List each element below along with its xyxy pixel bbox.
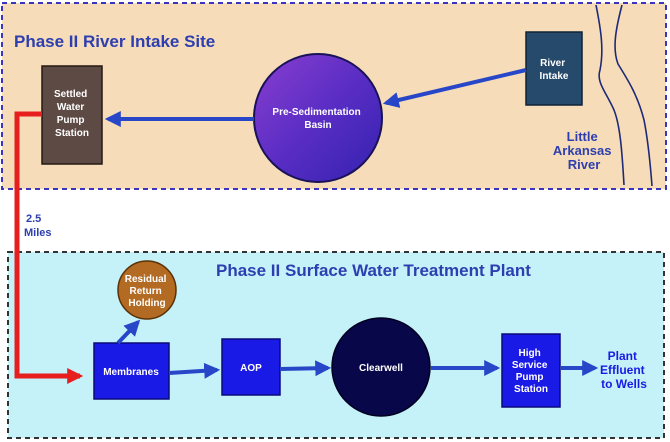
clearwell-label: Clearwell [359, 363, 403, 374]
svg-text:River Intake: River Intake [540, 58, 569, 82]
settled-label-line1: Settled [54, 89, 87, 100]
intake-site-title: Phase II River Intake Site [14, 32, 215, 51]
river-intake-label-line1: River [540, 58, 565, 69]
svg-text:2.5 Miles: 2.5 Miles [24, 213, 52, 239]
pipeline-arrow [14, 111, 84, 385]
residual-label-line1: Residual [125, 274, 167, 285]
svg-text:Plant Effluent to: Plant Effluent to Wells [600, 349, 648, 391]
arrow-membranes-to-aop [168, 362, 221, 379]
svg-text:High Service Pump: High Service Pump Station [512, 348, 550, 395]
high-service-label-line2: Service [512, 360, 548, 371]
membranes-label: Membranes [103, 367, 159, 378]
high-service-label-line1: High [519, 348, 541, 359]
plant-effluent-label: Plant Effluent to Wells [600, 349, 648, 391]
effluent-line3: to Wells [601, 377, 647, 391]
residual-label-line2: Return [129, 286, 161, 297]
high-service-label-line3: Pump [516, 372, 544, 383]
aop-label: AOP [240, 363, 262, 374]
pre-sedimentation-basin: Pre-Sedimentation Basin [253, 53, 383, 183]
svg-text:Pre-Sedimentation Basin: Pre-Sedimentation Basin [272, 107, 363, 131]
settled-label-line3: Pump [57, 115, 85, 126]
svg-text:Residual Return Ho: Residual Return Holding [125, 274, 169, 309]
river-name-line2: Arkansas [553, 143, 612, 158]
plant-title: Phase II Surface Water Treatment Plant [216, 261, 531, 280]
arrow-membranes-to-residual [116, 319, 141, 345]
high-service-pump-station: High Service Pump Station [501, 333, 561, 408]
river-name-line3: River [568, 157, 601, 172]
settled-water-pump-station: Settled Water Pump Station [41, 65, 103, 165]
river-name-label: Little Arkansas River [553, 129, 615, 172]
membranes-box: Membranes [93, 342, 170, 400]
svg-text:Settled Water Pump: Settled Water Pump Station [54, 89, 90, 139]
aop-box: AOP [221, 338, 281, 396]
high-service-label-line4: Station [514, 384, 548, 395]
residual-return-holding: Residual Return Holding [117, 260, 177, 320]
basin-label-line2: Basin [304, 120, 331, 131]
svg-text:Little Arkansas Ri: Little Arkansas River [553, 129, 615, 172]
settled-label-line4: Station [55, 128, 89, 139]
effluent-line2: Effluent [600, 363, 645, 377]
distance-label: 2.5 Miles [24, 213, 52, 239]
settled-label-line2: Water [57, 102, 85, 113]
clearwell: Clearwell [331, 317, 431, 417]
arrow-intake-to-basin [382, 68, 527, 108]
residual-label-line3: Holding [128, 298, 165, 309]
effluent-line1: Plant [608, 349, 637, 363]
distance-unit: Miles [24, 227, 52, 239]
distance-value: 2.5 [26, 213, 41, 225]
river-lines [595, 4, 653, 187]
river-intake: River Intake [525, 31, 583, 106]
arrow-aop-to-clearwell [279, 360, 332, 377]
basin-label-line1: Pre-Sedimentation [272, 107, 360, 118]
river-intake-label-line2: Intake [540, 71, 569, 82]
river-name-line1: Little [567, 129, 598, 144]
